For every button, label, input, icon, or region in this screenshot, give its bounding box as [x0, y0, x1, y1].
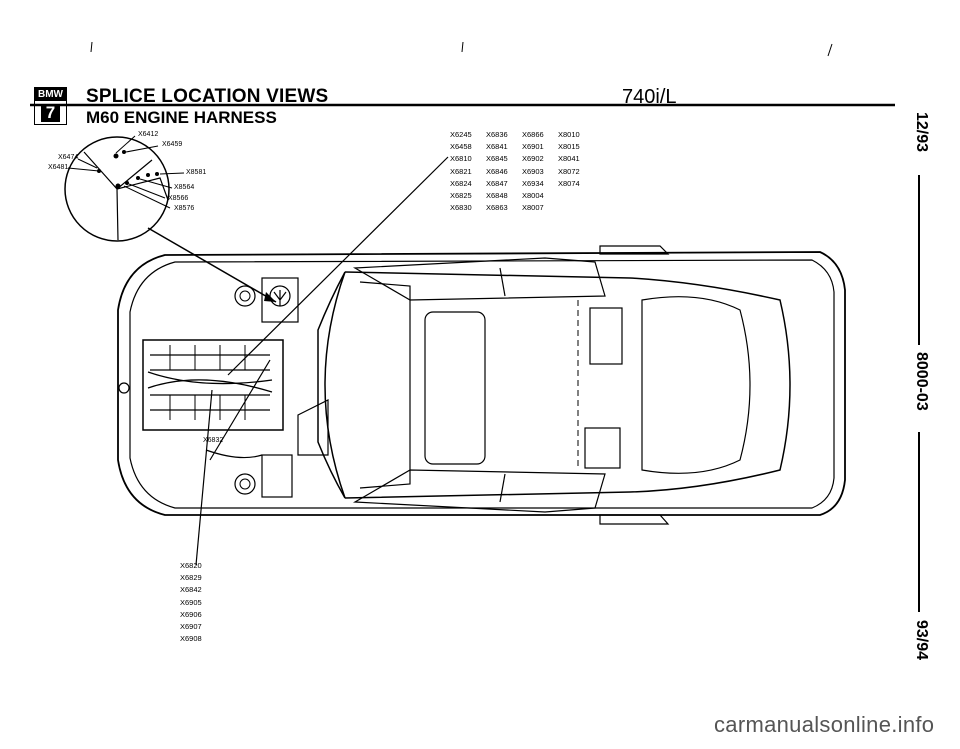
label-x6481: X6481 — [48, 164, 69, 171]
code: X6901 — [522, 142, 544, 152]
code: X6908 — [180, 634, 202, 644]
code: X6825 — [450, 191, 472, 201]
car-outline — [117, 245, 846, 566]
label-x6459: X6459 — [162, 141, 183, 148]
label-x8564: X8564 — [174, 184, 195, 191]
code: X6863 — [486, 203, 508, 213]
logo-bottom: 7 — [41, 104, 60, 122]
code: X6866 — [522, 130, 544, 139]
code: X6829 — [180, 573, 202, 583]
code: X6458 — [450, 142, 472, 152]
margin-doc-number: 8000-03 — [913, 352, 930, 411]
code: X6830 — [450, 203, 472, 213]
code: X6245 — [450, 130, 472, 139]
page-title: SPLICE LOCATION VIEWS — [86, 86, 329, 107]
splice-column-4: X8010 X8015 X8041 X8072 X8074 — [558, 129, 580, 190]
label-x8576: X8576 — [174, 205, 195, 212]
code: X8010 — [558, 130, 580, 139]
splice-column-3: X6866 X6901 X6902 X6903 X6934 X8004 X800… — [522, 129, 544, 214]
code: X8041 — [558, 154, 580, 164]
label-x6412: X6412 — [138, 131, 159, 138]
splice-column-1: X6245 X6458 X6810 X6821 X6824 X6825 X683… — [450, 129, 472, 214]
code: X6903 — [522, 166, 544, 176]
code: X6810 — [450, 154, 472, 164]
code: X8015 — [558, 142, 580, 152]
code: X6845 — [486, 154, 508, 164]
margin-date: 12/93 — [913, 112, 930, 153]
code: X6848 — [486, 191, 508, 201]
engine-bay — [142, 339, 284, 431]
code: X6846 — [486, 166, 508, 176]
code: X6934 — [522, 178, 544, 188]
code: X8007 — [522, 203, 544, 213]
page-subtitle: M60 ENGINE HARNESS — [86, 108, 277, 127]
model-label: 740i/L — [622, 86, 677, 108]
label-x8581: X8581 — [186, 169, 207, 176]
code: X8074 — [558, 178, 580, 188]
code: X6824 — [450, 178, 472, 188]
label-x6832: X6832 — [203, 437, 224, 444]
margin-year: 93/94 — [913, 620, 930, 661]
bmw-logo: BMW 7 — [34, 87, 67, 125]
code: X6905 — [180, 597, 202, 607]
code: X6907 — [180, 622, 202, 632]
logo-top: BMW — [35, 88, 66, 101]
watermark: carmanualsonline.info — [714, 712, 935, 737]
splice-column-2: X6836 X6841 X6845 X6846 X6847 X6848 X686… — [486, 129, 508, 214]
code: X6841 — [486, 142, 508, 152]
code: X8072 — [558, 166, 580, 176]
code: X6836 — [486, 130, 508, 139]
code: X6820 — [180, 561, 202, 570]
label-x6474: X6474 — [58, 154, 79, 161]
code: X6842 — [180, 585, 202, 595]
code: X6906 — [180, 609, 202, 619]
code: X8004 — [522, 191, 544, 201]
detail-circle — [64, 136, 170, 242]
battery — [589, 307, 623, 365]
label-x8566: X8566 — [168, 195, 189, 202]
code: X6902 — [522, 154, 544, 164]
code: X6847 — [486, 178, 508, 188]
code: X6821 — [450, 166, 472, 176]
relay-box — [261, 277, 299, 323]
bottom-splice-list: X6820 X6829 X6842 X6905 X6906 X6907 X690… — [180, 560, 202, 645]
